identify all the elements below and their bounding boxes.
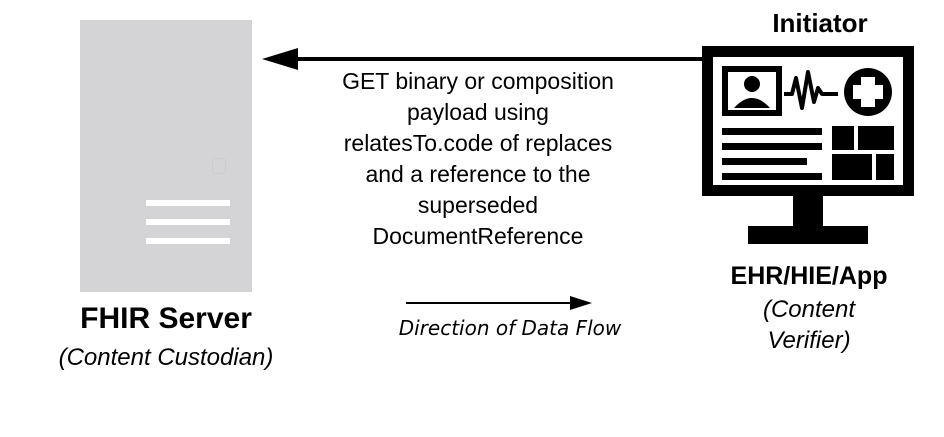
flow-direction-arrow	[406, 296, 592, 310]
server-title: FHIR Server	[80, 302, 252, 335]
initiator-title: Initiator	[772, 8, 868, 38]
request-message-line: superseded	[417, 192, 539, 218]
request-message-line: GET binary or composition	[342, 68, 614, 94]
ehr-monitor-icon	[702, 46, 914, 244]
request-message-line: relatesTo.code of replaces	[343, 130, 613, 156]
flow-direction-label: Direction of Data Flow	[398, 316, 622, 340]
server-slot-line	[146, 238, 230, 244]
server-subtitle: (Content Custodian)	[58, 344, 274, 371]
request-message-line: DocumentReference	[372, 223, 584, 249]
client-role-line: Verifier)	[767, 327, 851, 354]
client-role-line: (Content	[762, 296, 856, 323]
request-message-line: payload using	[407, 99, 549, 125]
request-message-line: and a reference to the	[365, 161, 591, 187]
request-message: GET binary or composition payload using …	[298, 66, 658, 252]
client-role: (Content Verifier)	[704, 294, 914, 356]
server-slot-line	[146, 200, 230, 206]
server-slot-line	[146, 219, 230, 225]
client-title: EHR/HIE/App	[730, 262, 888, 290]
server-indicator-light	[212, 158, 226, 174]
server-icon	[80, 20, 252, 292]
request-arrow	[262, 48, 704, 70]
